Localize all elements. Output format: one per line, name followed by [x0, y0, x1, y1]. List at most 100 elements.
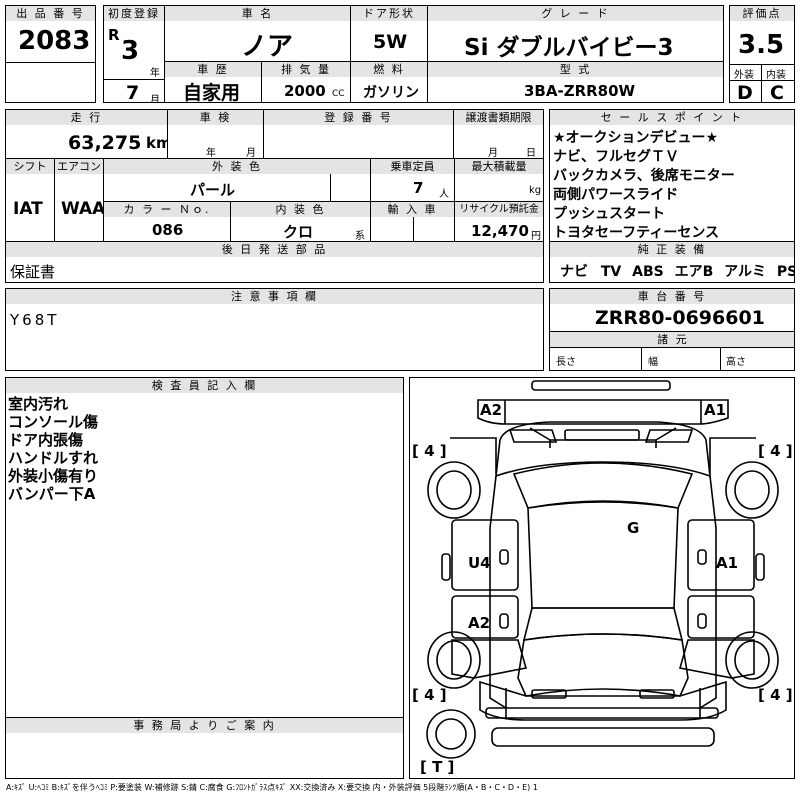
score-box: 評価点 3.5 外装 内装 D C	[729, 5, 795, 103]
inspector-box: 検 査 員 記 入 欄 室内汚れ コンソール傷 ドア内張傷 ハンドルすれ 外装小…	[5, 377, 404, 718]
equipment-box: 純 正 装 備 ナビ TV ABS エアB アルミ PS PW	[549, 241, 795, 283]
office-label: 事 務 局 よ り ご 案 内	[6, 718, 403, 733]
aircon: WAA	[61, 199, 104, 219]
displacement-label: 排 気 量	[262, 62, 350, 77]
recycle-label: リサイクル預託金	[455, 202, 543, 217]
chassis-number: ZRR80-0696601	[595, 307, 765, 329]
model-box: 型 式 3BA-ZRR80W	[427, 61, 724, 103]
notes-box: 注 意 事 項 欄 Y68T	[5, 288, 544, 371]
recycle-box: リサイクル預託金 12,470 円	[454, 201, 544, 242]
interior-color-unit: 系	[355, 231, 365, 242]
car-name: ノア	[241, 32, 294, 62]
mileage-unit: km	[146, 134, 167, 152]
capacity-box: 乗車定員 7 人	[370, 158, 455, 202]
capacity-unit: 人	[439, 189, 449, 200]
lot-number-label: 出 品 番 号	[6, 6, 95, 21]
transfer-month-unit: 月	[488, 148, 498, 159]
car-name-box: 車 名 ノア	[164, 5, 351, 62]
inspector-label: 検 査 員 記 入 欄	[6, 378, 403, 393]
first-registration-year: 3	[121, 36, 140, 66]
width-label: 幅	[648, 357, 658, 368]
fuel: ガソリン	[363, 85, 419, 101]
first-registration-label: 初度登録	[104, 6, 164, 21]
recycle-deposit: 12,470	[471, 222, 529, 240]
inspector-text: 室内汚れ コンソール傷 ドア内張傷 ハンドルすれ 外装小傷有り バンパー下A	[8, 395, 99, 503]
door-type: 5W	[373, 31, 408, 53]
height-label: 高さ	[726, 357, 746, 368]
registration-number-label: 登 録 番 号	[264, 110, 453, 125]
equipment-item: エアB	[674, 264, 714, 280]
mark-left-rear: A2	[468, 614, 491, 632]
first-registration-month: 7	[126, 82, 140, 103]
mark-right-door: A1	[716, 554, 739, 572]
mileage-label: 走 行	[6, 110, 167, 125]
era: R	[108, 26, 120, 44]
mileage-box: 走 行 63,275 km	[5, 109, 168, 159]
notes-text: Y68T	[10, 311, 60, 329]
car-outline-diagram	[426, 380, 779, 759]
mark-front-left: A2	[480, 401, 503, 419]
transfer-day-unit: 日	[526, 148, 536, 159]
score-label: 評価点	[730, 6, 794, 21]
max-load-unit: kg	[529, 185, 542, 196]
shift: IAT	[13, 199, 43, 219]
color-number-box: カ ラ ー Ｎｏ. 086	[103, 201, 231, 242]
grade: Si ダブルバイビー3	[464, 35, 674, 61]
max-load-label: 最大積載量	[455, 159, 543, 174]
history: 自家用	[183, 82, 241, 103]
door-label: ドア形状	[351, 6, 427, 21]
max-load-box: 最大積載量 kg	[454, 158, 544, 202]
score: 3.5	[738, 30, 785, 60]
inspection-label: 車 検	[168, 110, 263, 125]
later-parts-box: 後 日 発 送 部 品 保証書	[5, 241, 544, 283]
capacity: 7	[413, 179, 424, 197]
recycle-unit: 円	[531, 231, 541, 242]
equipment-item: ABS	[632, 264, 664, 280]
inspection-year-unit: 年	[206, 148, 216, 159]
sales-points-label: セ ー ル ス ポ イ ン ト	[550, 110, 794, 125]
later-parts: 保証書	[10, 263, 56, 281]
sales-points-text: ★オークションデビュー★ ナビ、フルセグＴＶ バックカメラ、後席モニター 両側パ…	[553, 130, 735, 241]
import-box: 輸 入 車	[370, 201, 455, 242]
damage-diagram: A2 A1 [ 4 ] [ 4 ] G U4 A1 A2 [ 4 ] [ 4 ]…	[409, 377, 795, 779]
interior-color: クロ	[283, 223, 314, 241]
displacement: 2000	[284, 82, 326, 100]
equipment-list: ナビ TV ABS エアB アルミ PS PW	[560, 261, 794, 281]
legend: A:ｷｽﾞ U:ﾍｺﾐ B:ｷｽﾞを伴うﾍｺﾐ P:要塗装 W:補修跡 S:錆 …	[6, 783, 538, 792]
exterior-score: D	[737, 82, 753, 103]
spec-label: 諸 元	[550, 332, 794, 347]
exterior-color-box: 外 装 色 パール	[103, 158, 371, 202]
equipment-item: TV	[600, 264, 622, 280]
aircon-label: エアコン	[55, 159, 103, 174]
history-box: 車 歴 自家用	[164, 61, 262, 103]
interior-color-box: 内 装 色 クロ 系	[230, 201, 371, 242]
displacement-box: 排 気 量 2000 CC	[261, 61, 351, 103]
shift-box: シフト IAT	[5, 158, 55, 242]
history-label: 車 歴	[165, 62, 261, 77]
model: 3BA-ZRR80W	[524, 82, 636, 100]
lot-number-box: 出 品 番 号 2083	[5, 5, 96, 103]
capacity-label: 乗車定員	[371, 159, 454, 174]
equipment-item: ナビ	[560, 264, 588, 280]
chassis-label: 車 台 番 号	[550, 289, 794, 304]
office-box: 事 務 局 よ り ご 案 内	[5, 717, 404, 779]
fuel-label: 燃 料	[351, 62, 427, 77]
lot-number: 2083	[18, 26, 91, 56]
fuel-box: 燃 料 ガソリン	[350, 61, 428, 103]
exterior-color: パール	[190, 181, 236, 199]
mark-roof: G	[627, 519, 640, 537]
exterior-label: 外装	[734, 70, 754, 81]
car-name-label: 車 名	[165, 6, 350, 21]
inspection-box: 車 検 年 月	[167, 109, 264, 159]
first-registration-box: 初度登録 R 3 年 7 月	[103, 5, 165, 103]
mark-tire-rear-right: [ 4 ]	[758, 686, 793, 704]
color-number-label: カ ラ ー Ｎｏ.	[104, 202, 230, 217]
transfer-deadline-label: 譲渡書類期限	[454, 110, 543, 125]
exterior-color-label: 外 装 色	[104, 159, 370, 174]
interior-label: 内装	[766, 70, 786, 81]
equipment-label: 純 正 装 備	[550, 242, 794, 257]
equipment-item: アルミ	[724, 264, 767, 280]
length-label: 長さ	[556, 357, 576, 368]
mark-tire-front-left: [ 4 ]	[412, 442, 447, 460]
later-parts-label: 後 日 発 送 部 品	[6, 242, 543, 257]
